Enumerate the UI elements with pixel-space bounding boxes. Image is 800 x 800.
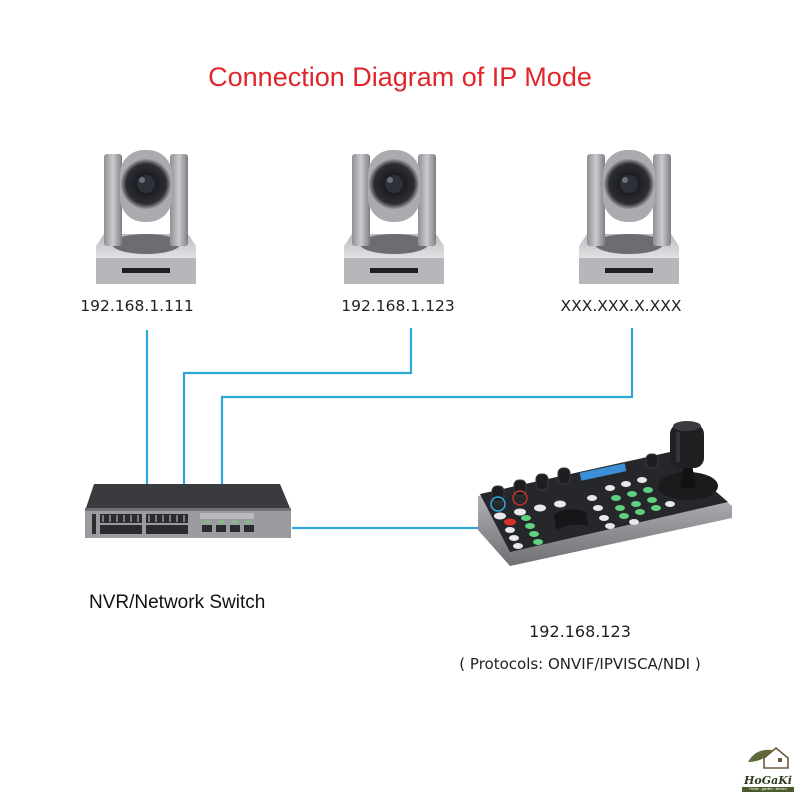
cable-camera-2 xyxy=(182,328,413,486)
brand-logo-name: HoGaKi xyxy=(744,774,792,787)
ptz-camera-icon xyxy=(96,150,196,284)
ptz-camera-icon xyxy=(579,150,679,284)
camera-1-ip: 192.168.1.111 xyxy=(80,297,194,315)
diagram-title: Connection Diagram of IP Mode xyxy=(208,62,592,92)
controller-ip: 192.168.123 xyxy=(529,622,631,641)
cable-camera-3 xyxy=(220,328,634,486)
network-switch-icon xyxy=(85,484,291,538)
house-leaf-icon xyxy=(748,746,789,769)
camera-2-ip: 192.168.1.123 xyxy=(341,297,455,315)
ptz-controller-keyboard-icon xyxy=(478,421,732,566)
ptz-camera-icon xyxy=(344,150,444,284)
controller-protocols: ( Protocols: ONVIF/IPVISCA/NDI ) xyxy=(459,655,701,673)
brand-logo-tagline: Home - garden - kitchen xyxy=(742,787,794,792)
camera-3-ip: XXX.XXX.X.XXX xyxy=(560,297,682,315)
brand-logo: HoGaKi Home - garden - kitchen xyxy=(742,740,794,792)
switch-label: NVR/Network Switch xyxy=(89,592,266,613)
